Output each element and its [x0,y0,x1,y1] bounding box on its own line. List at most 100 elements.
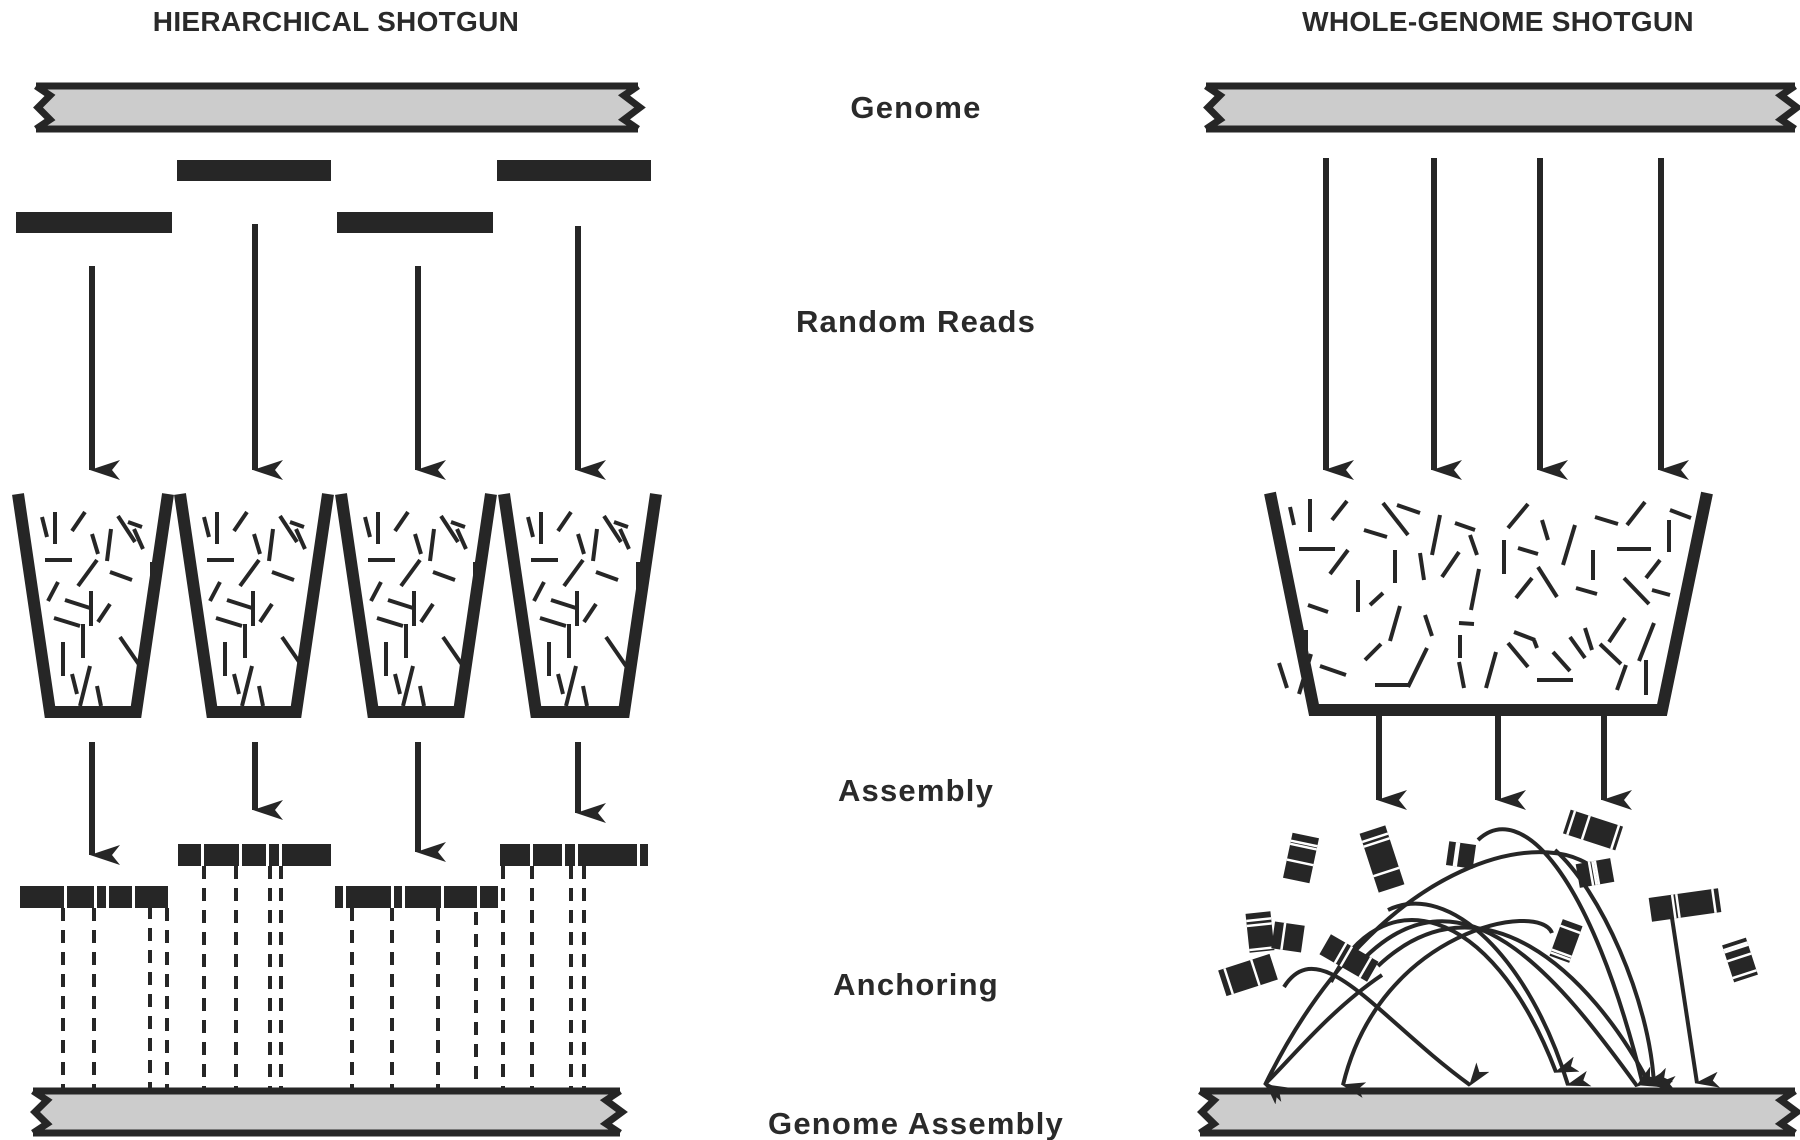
read-fragment [1513,630,1536,642]
read-fragment [96,602,112,624]
read-fragment [1568,635,1587,660]
read-fragment [252,533,262,555]
contig-gap-marker [1670,894,1677,919]
scattered-contig [1271,921,1305,953]
read-fragment [1625,500,1647,527]
contig-bar [1549,919,1583,963]
read-fragment [1484,651,1498,689]
contig-gap-marker [1246,917,1272,923]
read-fragment [399,558,422,588]
contig-gap-marker [1286,858,1314,867]
read-fragment [271,570,295,582]
contig-gap-marker [1333,942,1348,964]
read-fragment [1575,586,1598,596]
read-fragment [1506,502,1530,530]
read-fragment [132,528,145,550]
assembled-contig [178,844,331,866]
contig-gap-marker [1550,951,1571,961]
contig-gap-marker [1289,842,1317,851]
torn-end-left [33,83,56,132]
scattered-contig [1245,911,1275,953]
read-fragment [526,516,535,538]
bucket-outline [12,493,174,718]
stage-label-genome-assembly: Genome Assembly [768,1106,1064,1140]
read-fragment [576,533,586,555]
read-fragment [428,528,436,562]
torn-end-right [1774,1088,1800,1136]
read-fragment [439,514,460,544]
read-fragment [556,510,573,533]
contig-bar [1648,888,1722,922]
genome-bar-assembled-right [1196,1087,1800,1137]
read-fragment [90,533,100,555]
left-panel-title: HIERARCHICAL SHOTGUN [153,6,519,37]
read-fragment [280,635,304,668]
anchor-arc-arrow [1264,973,1384,1105]
bucket-outline [498,493,662,718]
scattered-contig [1319,934,1379,982]
contig-gap-marker [1580,815,1591,840]
contig-gap-marker [1372,866,1400,878]
read-fragment [1644,558,1662,580]
read-fragment [1388,605,1402,642]
anchor-arc-arrow [1341,919,1554,1098]
scattered-contig [1283,832,1319,884]
read-fragment [1363,528,1388,539]
read-fragment [1307,603,1329,614]
torn-end-right [1774,83,1800,132]
read-fragment [278,514,299,544]
anchor-arc-arrow [1553,848,1677,1092]
read-fragment [413,533,423,555]
read-fragment [613,520,629,529]
contig-gap-marker [239,844,242,866]
read-fragment [215,616,243,628]
read-fragment [1406,647,1429,688]
read-fragment [595,570,619,582]
contig-gap-marker [1363,837,1390,848]
read-fragment [208,581,222,602]
right-panel-title: WHOLE-GENOME SHOTGUN [1302,6,1694,37]
anchor-arc-arrow [1282,966,1490,1087]
read-fragment [70,673,79,695]
torn-end-right [617,83,646,132]
read-fragment [591,528,599,562]
genome-fill [36,86,640,129]
read-fragment [1622,576,1651,606]
stage-label-genome: Genome [850,90,981,125]
read-fragment [1330,499,1349,522]
contig-gap-marker [1675,893,1681,919]
read-fragment [118,635,142,668]
contig-gap-marker [266,844,269,866]
contig-bar [178,844,331,866]
read-fragment [1288,506,1296,526]
read-fragment [432,570,456,582]
read-fragment [294,528,307,550]
contig-bar [1562,809,1624,851]
assembled-contig [500,844,648,866]
read-fragment [1594,515,1619,526]
read-fragment [70,510,87,533]
contig-gap-marker [1246,922,1272,928]
scattered-contig [1722,937,1758,983]
read-fragment [289,520,305,529]
contig-gap-marker [1726,952,1752,963]
contig-gap-marker [1551,948,1572,958]
scattered-contig [1575,858,1615,888]
read-fragment [1363,642,1383,662]
anchor-arc-arrow [1329,918,1580,1073]
scattered-contig [1445,841,1477,869]
genome-bars [29,82,1800,1137]
read-fragment [1615,664,1628,691]
contig-bar [1245,911,1275,953]
read-fragment [1532,639,1539,649]
genome-fill [33,1091,622,1133]
contig-gap-marker [201,844,204,866]
genome-bar-top-right [1203,82,1800,133]
contig-bar [1271,921,1305,953]
contig-gap-marker [106,886,109,908]
read-fragment [550,598,577,610]
read-fragment [1381,501,1410,537]
torn-end-left [1196,1088,1220,1136]
anchoring-lines [61,866,586,1090]
read-fragment [226,598,253,610]
